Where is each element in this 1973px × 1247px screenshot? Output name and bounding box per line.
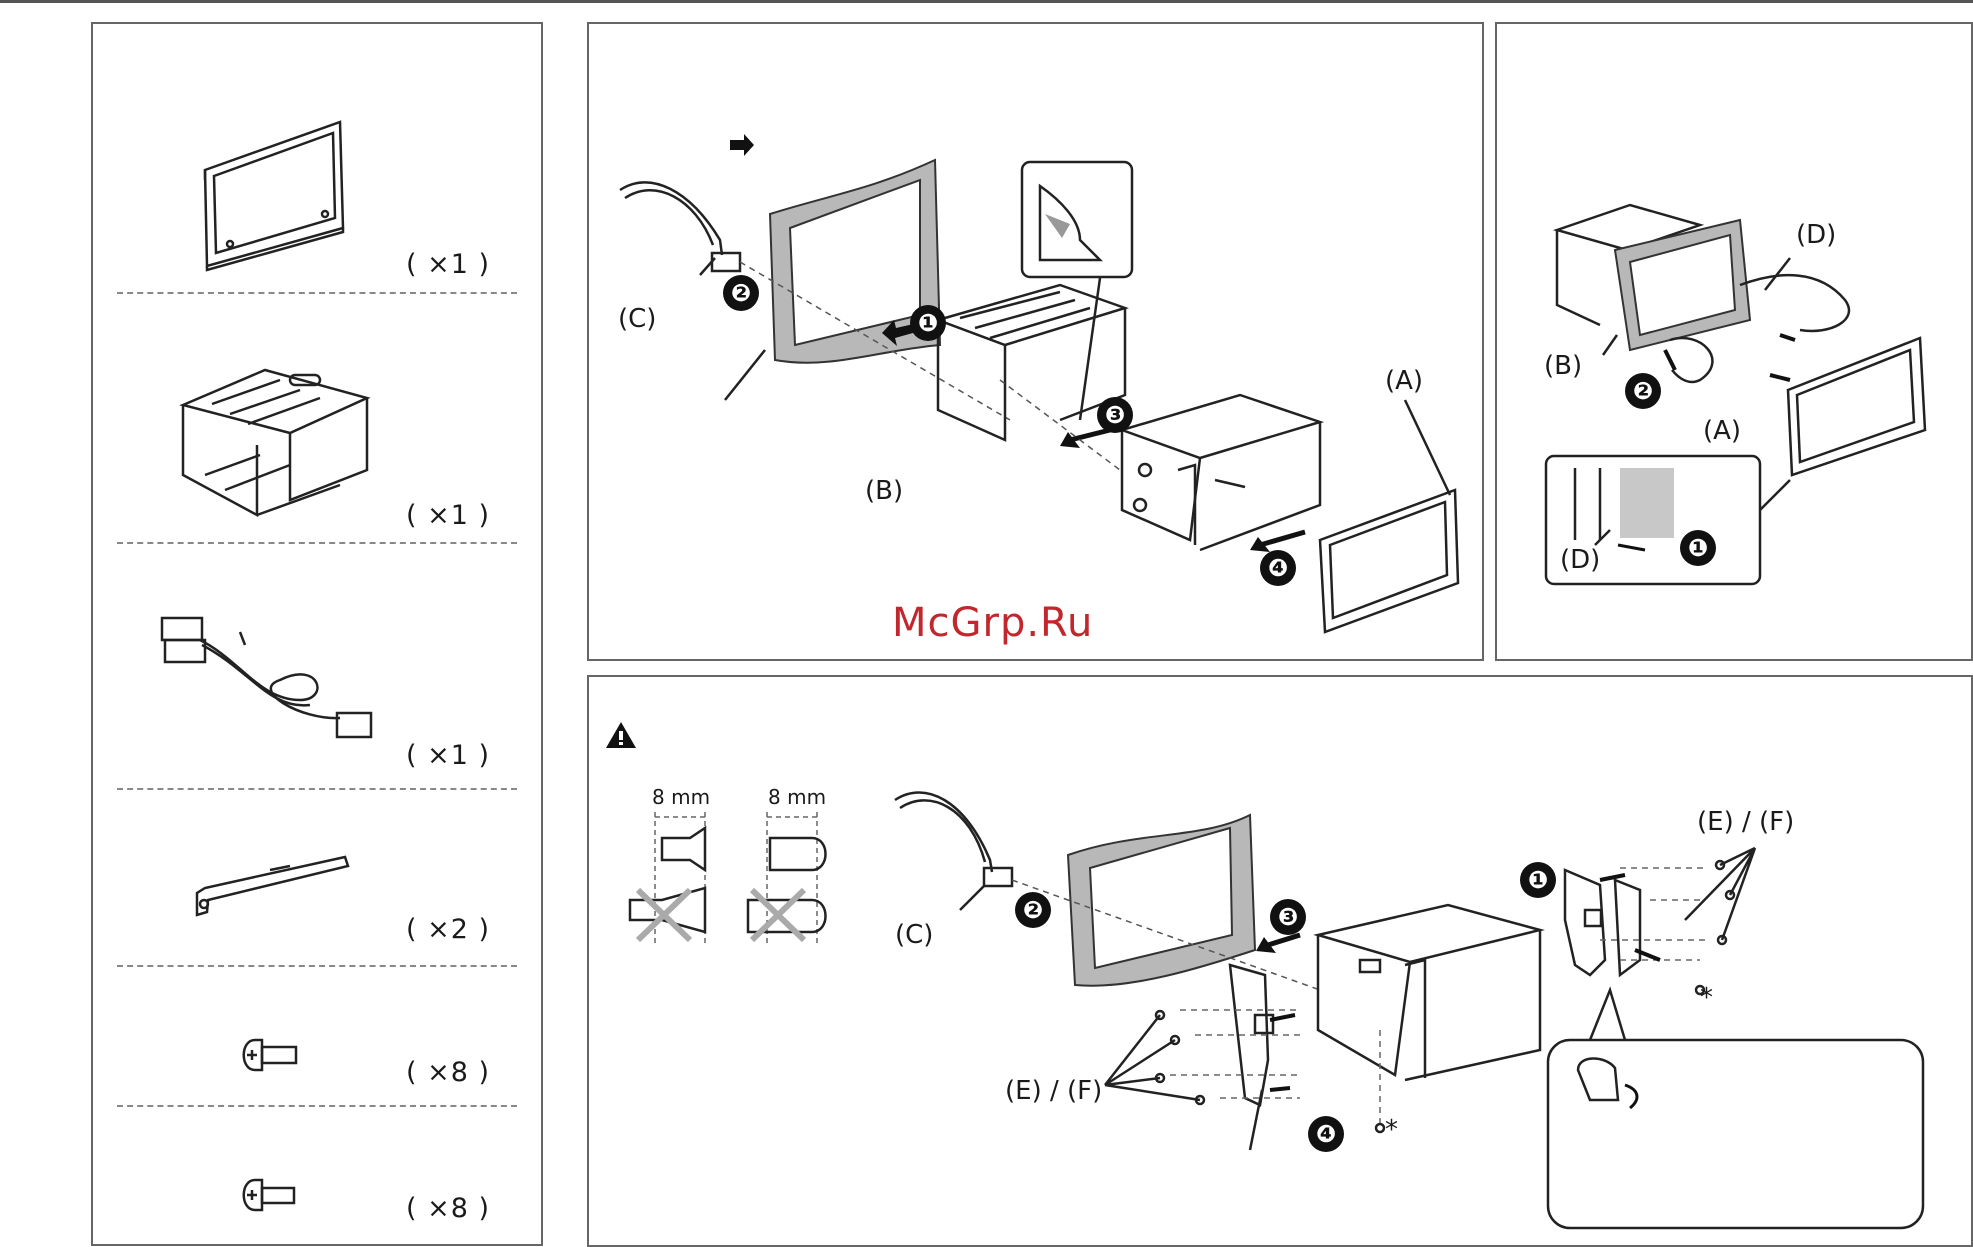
- screw-length-comparison: [630, 812, 826, 945]
- bracket-step-1-badge: ❶: [1520, 862, 1556, 898]
- label-ef-left: (E) / (F): [1005, 1076, 1102, 1106]
- bracket-step-3-badge: ❸: [1270, 899, 1306, 935]
- asterisk-right: *: [1700, 983, 1713, 1013]
- screw-length-round: 8 mm: [768, 785, 826, 809]
- screw-length-flat: 8 mm: [652, 785, 710, 809]
- label-c-bracket: (C): [895, 920, 933, 950]
- label-ef-right: (E) / (F): [1697, 807, 1794, 837]
- bracket-step-4-badge: ❹: [1308, 1116, 1344, 1152]
- bracket-step-2-badge: ❷: [1015, 892, 1051, 928]
- asterisk-left: *: [1385, 1115, 1398, 1145]
